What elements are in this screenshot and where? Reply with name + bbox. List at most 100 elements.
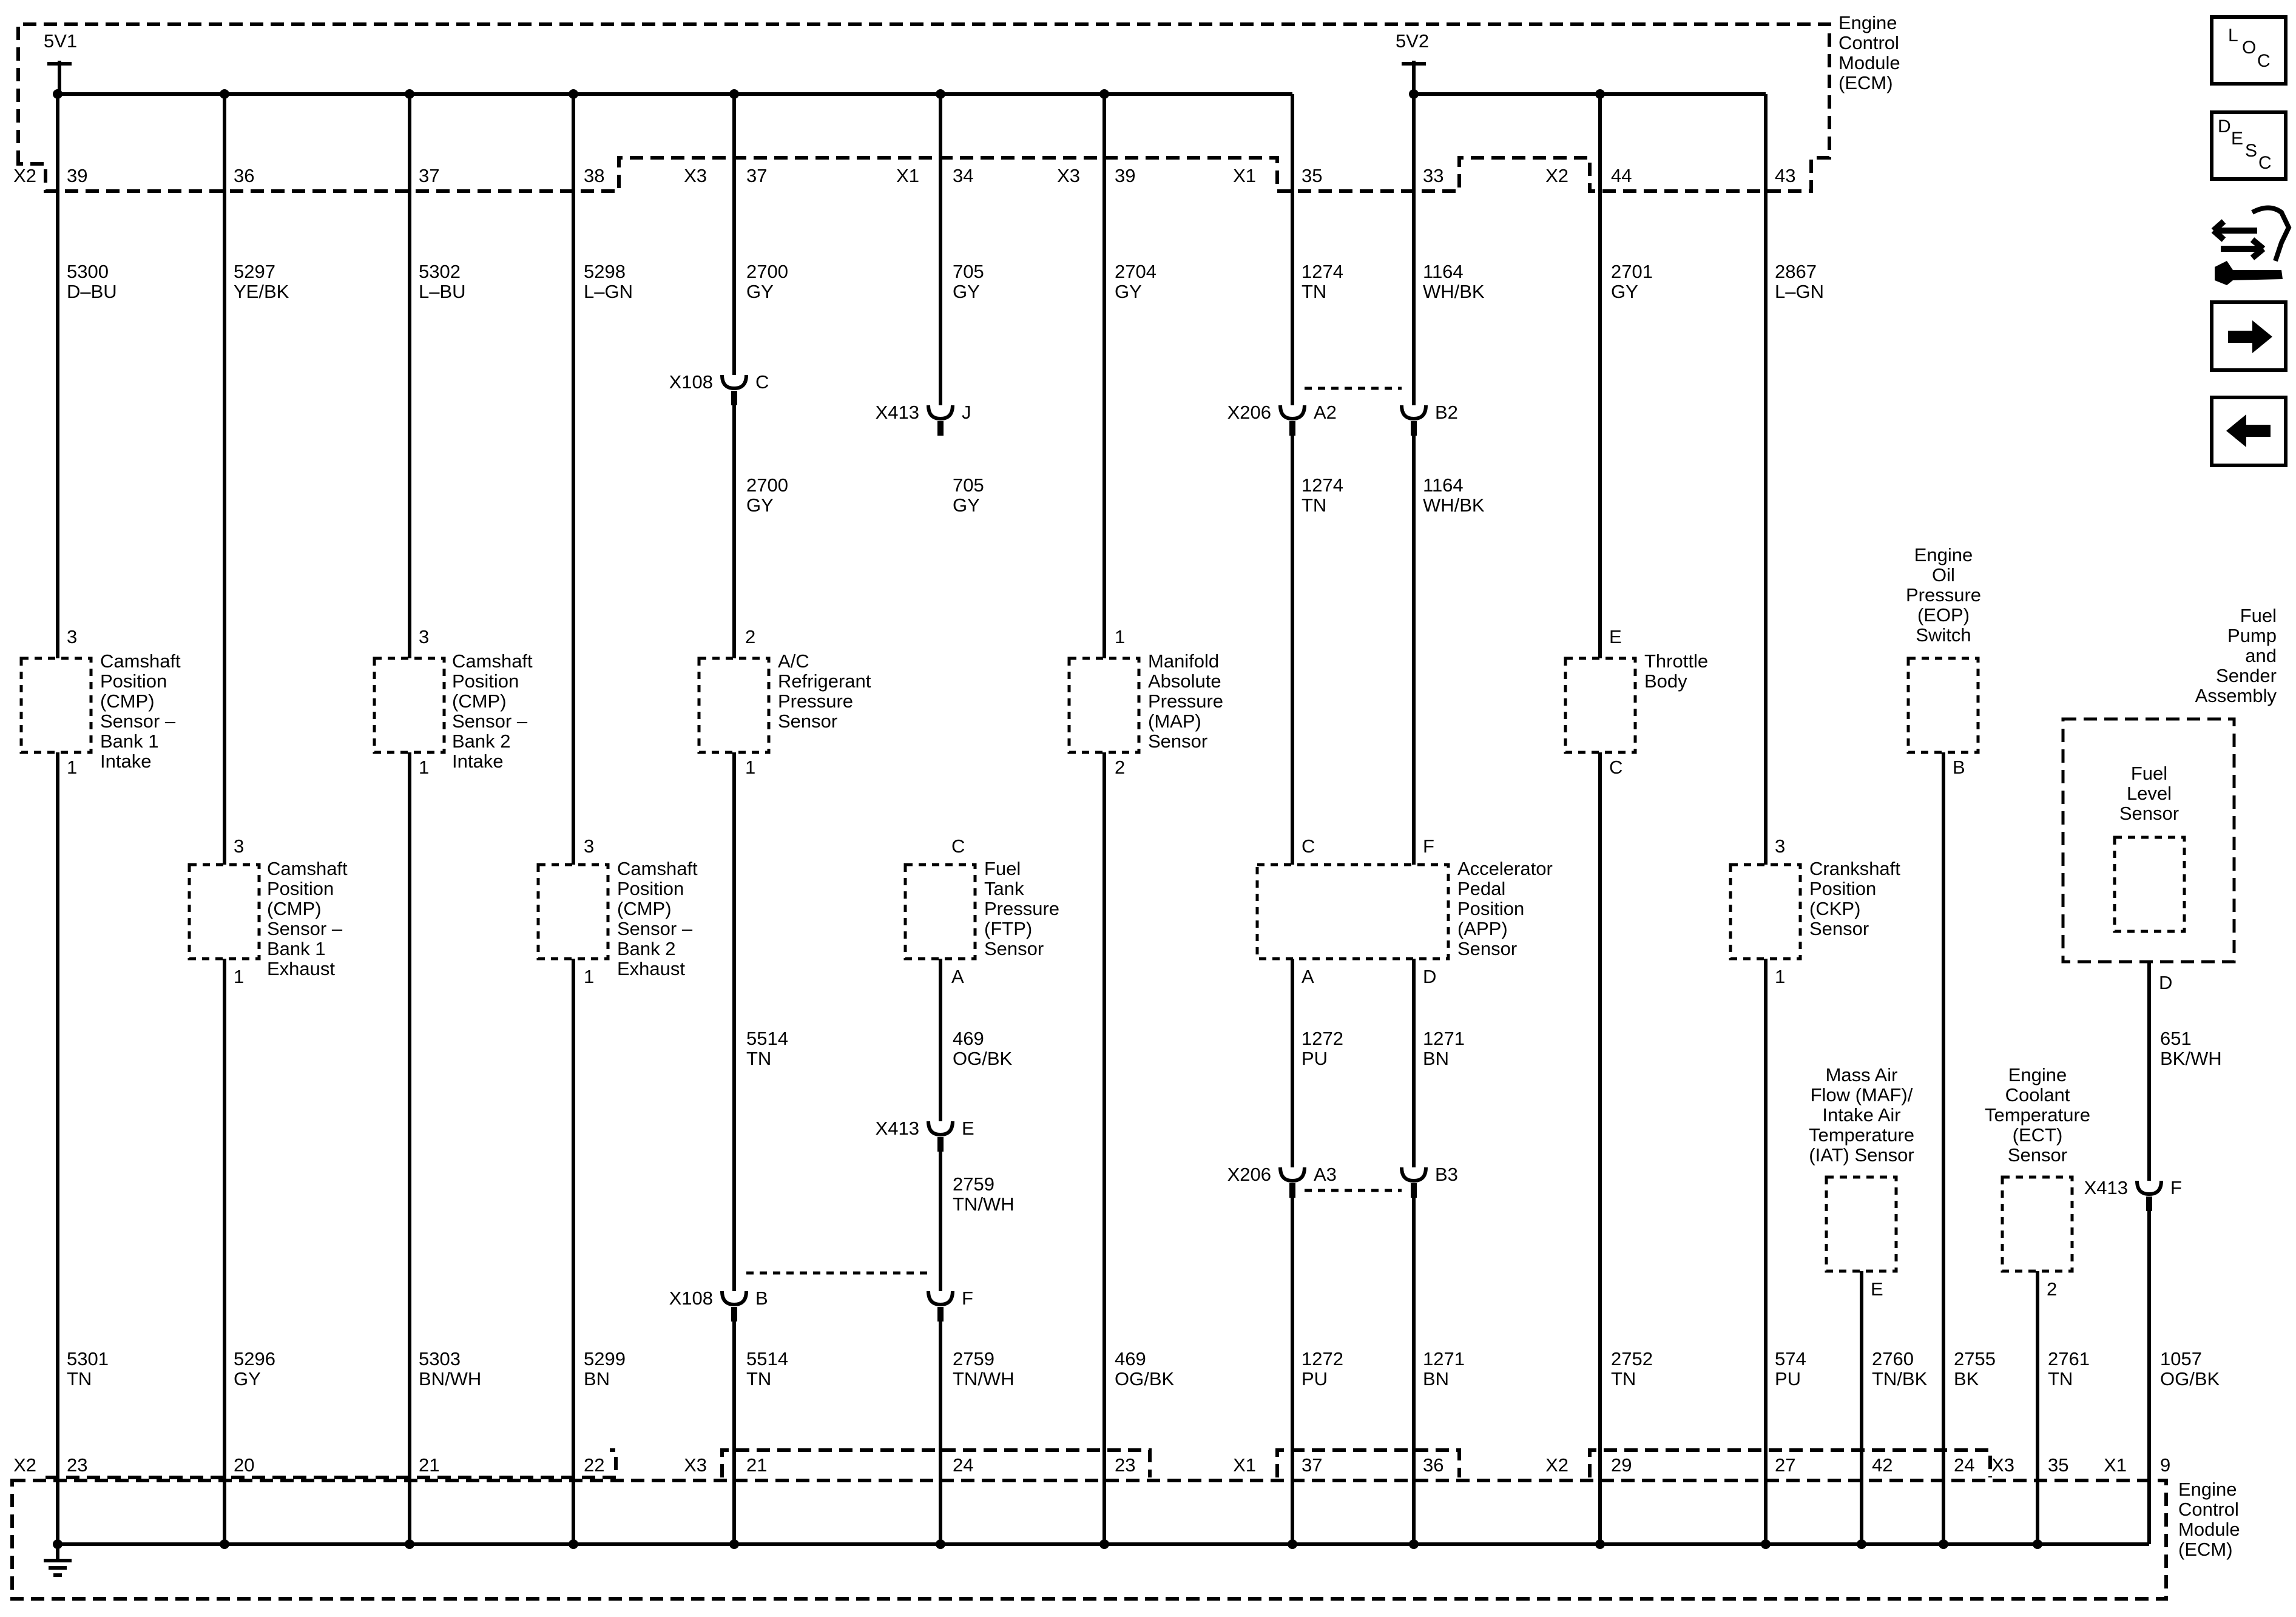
bottom-pin: 27	[1775, 1454, 1795, 1476]
inline-connector-name: X108	[669, 1288, 713, 1309]
app-sensor-box	[1255, 863, 1450, 960]
inline-connector-name: X413	[876, 1118, 919, 1139]
nav-desc-button[interactable]: D E S C	[2210, 110, 2288, 181]
bottom-connector-x3: X3	[684, 1454, 707, 1476]
bottom-pin: 42	[1872, 1454, 1893, 1476]
wire-circuit-label: 1271	[1423, 1028, 1465, 1049]
wire-color-label: BN	[584, 1368, 610, 1389]
wire-color-label: TN	[1302, 281, 1326, 302]
wire-circuit-label: 1274	[1302, 261, 1343, 282]
inline-connector-name: X413	[876, 402, 919, 423]
wire-color-label: PU	[1302, 1368, 1328, 1389]
wire-circuit-label: 2755	[1954, 1348, 1996, 1369]
cmp-bank2-exhaust-box	[536, 863, 610, 960]
wire-color-label: GY	[953, 281, 980, 302]
svg-text:2: 2	[745, 626, 755, 647]
supply-5v1-label: 5V1	[44, 30, 77, 52]
wire-circuit-label: 1057	[2160, 1348, 2202, 1369]
wire-circuit-label: 2867	[1775, 261, 1817, 282]
svg-text:O: O	[2242, 38, 2256, 58]
wire-circuit-label: 2752	[1611, 1348, 1653, 1369]
throttle-body-box	[1564, 657, 1637, 754]
wire-circuit-label: 1272	[1302, 1028, 1343, 1049]
wire-circuit-label: 705	[953, 261, 984, 282]
wire-color-label: BN	[1423, 1368, 1449, 1389]
bottom-pin: 24	[1954, 1454, 1974, 1476]
supply-5v1-arrow	[47, 61, 72, 94]
wire-color-label: YE/BK	[234, 281, 289, 302]
connector-wrench-icon[interactable]	[2211, 205, 2292, 286]
bottom-pin: 29	[1611, 1454, 1632, 1476]
wire-color-label: TN	[746, 1048, 771, 1069]
cmp-bank1-exhaust-box	[187, 863, 261, 960]
top-connector-x2: X2	[1545, 165, 1568, 186]
wire-circuit-label: 2761	[2048, 1348, 2090, 1369]
wire-color-label: GY	[953, 495, 980, 516]
bottom-connector-x1: X1	[1233, 1454, 1256, 1476]
wire-circuit-label: 651	[2160, 1028, 2192, 1049]
ac-refrigerant-box	[697, 657, 771, 754]
inline-connector-pin: J	[962, 402, 971, 423]
ftp-sensor-box	[903, 863, 977, 960]
arrow-left-icon[interactable]	[2210, 396, 2288, 467]
ecm-bottom-outline	[46, 1448, 1992, 1479]
inline-connector	[1400, 405, 1428, 436]
ecm-top-outline	[16, 22, 1831, 193]
wire-color-label: OG/BK	[2160, 1368, 2220, 1389]
svg-text:1: 1	[1775, 966, 1785, 987]
ckp-sensor-box	[1729, 863, 1802, 960]
vertical-wires	[56, 94, 2151, 1544]
svg-text:E: E	[1871, 1278, 1883, 1300]
nav-loc-button[interactable]: L O C	[2210, 15, 2288, 86]
inline-connector-pin: B2	[1435, 402, 1458, 423]
wire-circuit-label: 5297	[234, 261, 275, 282]
top-pin: 37	[419, 165, 439, 186]
svg-text:C: C	[2258, 153, 2272, 173]
mid-wire-labels: 2700GY705GY1274TN1164WH/BK5514TN469OG/BK…	[746, 474, 2222, 1215]
inline-connector	[720, 1291, 748, 1322]
wire-circuit-label: 1271	[1423, 1348, 1465, 1369]
wire-circuit-label: 5300	[67, 261, 109, 282]
wire-color-label: WH/BK	[1423, 495, 1485, 516]
top-connector-x1: X1	[1233, 165, 1256, 186]
wire-circuit-label: 1164	[1423, 261, 1464, 282]
eop-switch-box	[1906, 657, 1980, 754]
bottom-pin: 9	[2160, 1454, 2170, 1476]
inline-connector	[927, 1291, 954, 1322]
wire-circuit-label: 2760	[1872, 1348, 1914, 1369]
top-connector-x2: X2	[13, 165, 36, 186]
arrow-right-icon[interactable]	[2210, 300, 2288, 372]
top-pin: 37	[746, 165, 767, 186]
top-pin: 44	[1611, 165, 1632, 186]
top-pin: 38	[584, 165, 604, 186]
inline-connector-pin: A2	[1314, 402, 1337, 423]
svg-text:F: F	[1423, 836, 1434, 857]
cmp-bank2-intake-box	[373, 657, 446, 754]
svg-text:C: C	[1302, 836, 1315, 857]
inline-connector-name: X206	[1227, 1164, 1271, 1185]
bottom-wire-labels: 5301TN5296GY5303BN/WH5299BN5514TN2759TN/…	[67, 1348, 2220, 1389]
wire-circuit-label: 469	[1115, 1348, 1146, 1369]
wire-color-label: PU	[1775, 1368, 1801, 1389]
svg-text:E: E	[1609, 626, 1622, 647]
inline-connector	[2135, 1180, 2163, 1211]
wire-color-label: BK	[1954, 1368, 1979, 1389]
svg-text:3: 3	[234, 836, 244, 857]
bottom-connector-x2: X2	[13, 1454, 36, 1476]
svg-text:D: D	[2159, 972, 2172, 993]
svg-text:3: 3	[584, 836, 594, 857]
wire-circuit-label: 1164	[1423, 474, 1464, 496]
wire-color-label: L–GN	[1775, 281, 1824, 302]
wire-color-label: TN/WH	[953, 1193, 1015, 1215]
inline-connector-name: X206	[1227, 402, 1271, 423]
wire-color-label: BK/WH	[2160, 1048, 2222, 1069]
